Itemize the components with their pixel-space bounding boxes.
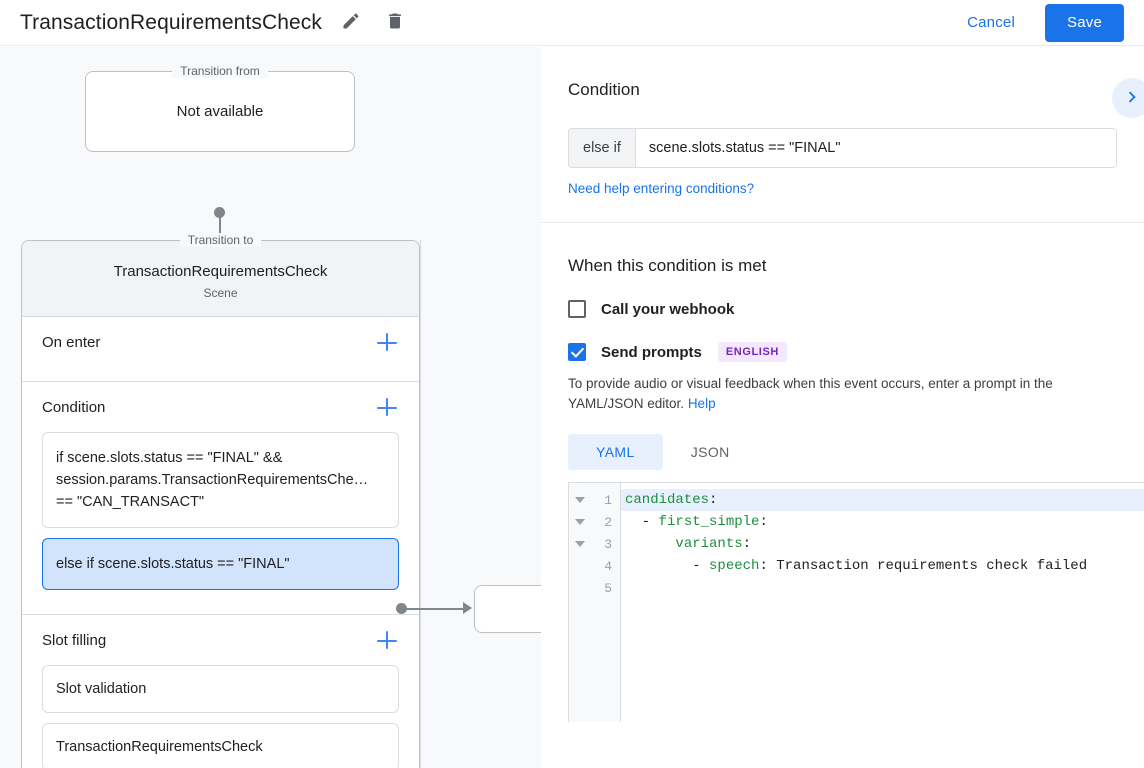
transition-to-subtitle: Scene [203, 286, 238, 300]
code-key: speech [709, 558, 760, 574]
fold-triangle-icon[interactable] [575, 541, 585, 547]
transition-to-node: Transition to TransactionRequirementsChe… [21, 233, 420, 768]
flow-arrow [207, 147, 233, 268]
condition-help-link[interactable]: Need help entering conditions? [568, 181, 755, 196]
add-condition-button[interactable] [375, 395, 399, 419]
detail-panel: Condition else if Need help entering con… [541, 47, 1144, 768]
editor-line-number: 4 [604, 558, 612, 574]
condition-list-item-selected[interactable]: else if scene.slots.status == "FINAL" [42, 538, 399, 590]
section-slot-filling-head: Slot filling [22, 615, 419, 665]
chevron-right-icon [1121, 86, 1143, 111]
target-node-stub[interactable] [474, 585, 541, 633]
code-key: first_simple [658, 514, 760, 530]
section-on-enter: On enter [22, 317, 419, 382]
transition-from-value: Not available [176, 103, 264, 120]
edit-title-button[interactable] [336, 8, 366, 38]
section-on-enter-title: On enter [42, 333, 101, 351]
section-condition: Condition if scene.slots.status == "FINA… [22, 382, 419, 615]
prompts-help-link[interactable]: Help [687, 396, 716, 411]
code-value: Transaction requirements check failed [767, 558, 1088, 574]
condition-list-item[interactable]: if scene.slots.status == "FINAL" && sess… [42, 432, 399, 528]
when-met-section: When this condition is met Call your web… [541, 223, 1144, 470]
editor-code-area[interactable]: candidates: - first_simple: variants: - … [621, 483, 1144, 722]
slot-filling-item[interactable]: TransactionRequirementsCheck [42, 723, 399, 768]
condition-input-row: else if [568, 128, 1117, 168]
transition-from-node[interactable]: Transition from Not available [85, 64, 355, 152]
condition-expression-input[interactable] [635, 129, 1116, 167]
section-condition-title: Condition [42, 398, 106, 416]
editor-line-number: 1 [604, 492, 612, 508]
editor-line-number-row: 2 [569, 511, 620, 533]
connector-dot [396, 603, 407, 614]
graph-vertical-rule [420, 240, 421, 768]
connector-line [404, 608, 466, 610]
section-slot-filling: Slot filling Slot validation Transaction… [22, 615, 419, 768]
condition-heading: Condition [568, 80, 640, 99]
code-key: candidates [625, 492, 710, 508]
condition-prefix-label: else if [569, 129, 636, 167]
editor-line-number: 2 [604, 514, 612, 530]
section-condition-head: Condition [22, 382, 419, 432]
fold-triangle-icon[interactable] [575, 497, 585, 503]
add-slot-filling-button[interactable] [375, 628, 399, 652]
editor-code-line[interactable]: candidates: [621, 489, 1144, 511]
editor-line-number: 3 [604, 536, 612, 552]
transition-to-title: TransactionRequirementsCheck [113, 263, 328, 280]
code-colon: : [742, 536, 752, 552]
language-badge: ENGLISH [717, 342, 787, 362]
transition-to-legend: Transition to [179, 233, 262, 247]
section-slot-filling-title: Slot filling [42, 631, 107, 649]
webhook-checkbox[interactable] [568, 300, 586, 318]
code-indent [625, 536, 675, 552]
editor-code-line[interactable]: - first_simple: [621, 511, 1144, 533]
expand-panel-button[interactable] [1112, 78, 1144, 118]
editor-line-number-row: 4 [569, 555, 620, 577]
send-prompts-checkbox[interactable] [568, 343, 586, 361]
code-colon: : [759, 514, 768, 530]
when-met-heading: When this condition is met [568, 256, 767, 275]
transition-from-legend: Transition from [172, 64, 268, 78]
editor-line-number-row: 5 [569, 577, 620, 599]
webhook-checkbox-label: Call your webhook [601, 300, 735, 318]
section-on-enter-head: On enter [22, 317, 419, 367]
transition-to-header[interactable]: TransactionRequirementsCheck Scene [22, 241, 419, 317]
delete-button[interactable] [380, 8, 410, 38]
code-key: variants [675, 536, 743, 552]
tab-yaml[interactable]: YAML [568, 434, 663, 470]
page-title: TransactionRequirementsCheck [20, 10, 322, 34]
webhook-checkbox-row[interactable]: Call your webhook [568, 300, 1117, 318]
connector-arrowhead [463, 602, 472, 614]
editor-code-line[interactable]: - speech: Transaction requirements check… [621, 555, 1144, 577]
prompts-hint-text: To provide audio or visual feedback when… [568, 374, 1117, 414]
code-indent: - [625, 514, 659, 530]
prompts-hint-body: To provide audio or visual feedback when… [568, 376, 1053, 411]
save-button[interactable]: Save [1045, 3, 1124, 42]
send-prompts-checkbox-label: Send prompts [601, 343, 702, 361]
tab-json[interactable]: JSON [663, 434, 758, 470]
app-header: TransactionRequirementsCheck Cancel Save [0, 0, 1144, 46]
slot-filling-item[interactable]: Slot validation [42, 665, 399, 713]
trash-icon [385, 11, 405, 34]
code-colon: : [709, 492, 718, 508]
editor-format-tabs: YAML JSON [568, 434, 1117, 470]
editor-line-number: 5 [604, 580, 612, 596]
editor-line-number-row: 3 [569, 533, 620, 555]
fold-triangle-icon[interactable] [575, 519, 585, 525]
condition-section: Condition else if Need help entering con… [541, 47, 1144, 198]
editor-line-number-row: 1 [569, 489, 620, 511]
editor-gutter: 1 2 3 4 5 [569, 483, 621, 722]
pencil-icon [341, 11, 361, 34]
code-indent: - [625, 558, 710, 574]
send-prompts-checkbox-row[interactable]: Send prompts ENGLISH [568, 342, 1117, 362]
flow-arrow-dot [214, 207, 225, 218]
cancel-button[interactable]: Cancel [955, 6, 1027, 39]
graph-panel: Transition from Not available Transition… [0, 47, 541, 768]
editor-code-line[interactable]: variants: [621, 533, 1144, 555]
code-editor[interactable]: 1 2 3 4 5 candidates: - [568, 482, 1144, 722]
code-colon: : [759, 558, 768, 574]
add-on-enter-button[interactable] [375, 330, 399, 354]
detail-divider [541, 222, 1144, 223]
editor-code-line[interactable] [621, 577, 1144, 599]
